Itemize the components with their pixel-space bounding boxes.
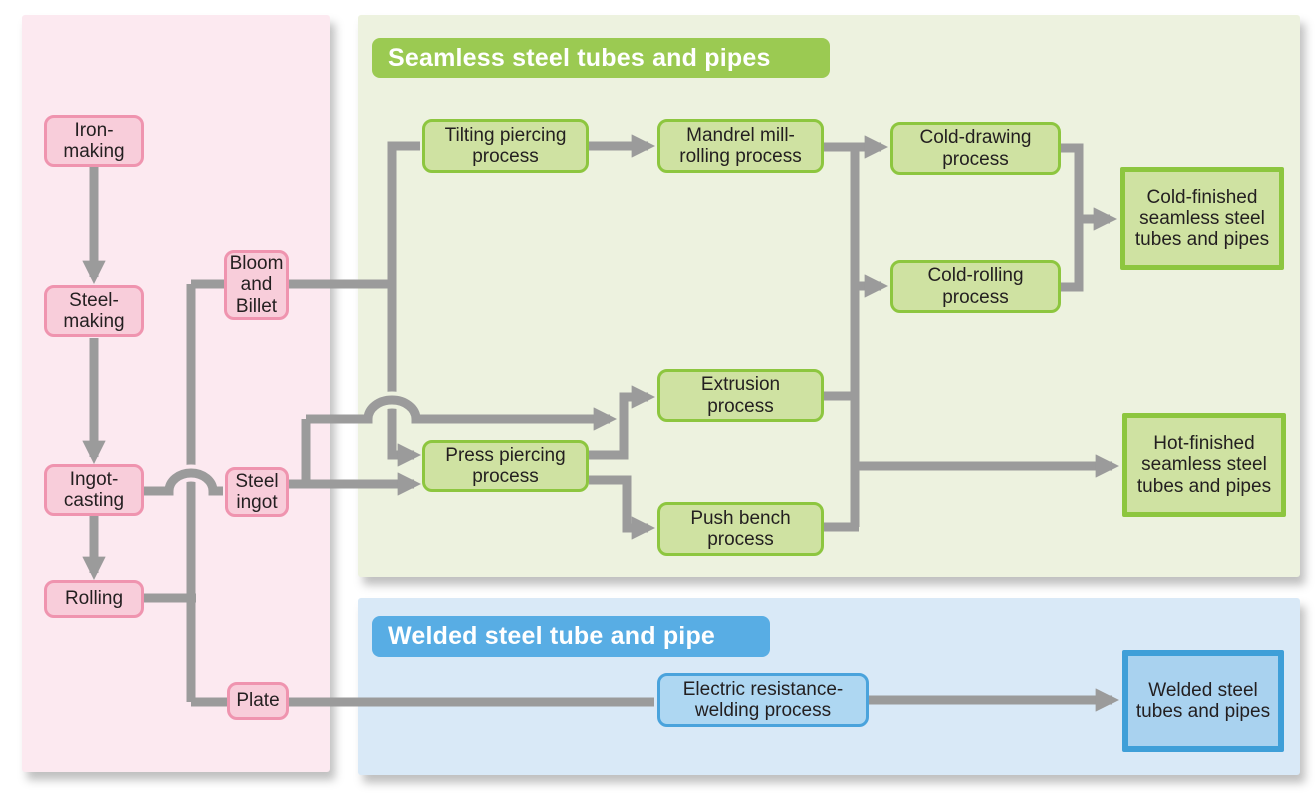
node-cold-finished-output: Cold-finished seamless steel tubes and p… <box>1120 167 1284 270</box>
node-mandrel-mill: Mandrel mill- rolling process <box>657 119 824 173</box>
node-steel-making: Steel- making <box>44 285 144 337</box>
node-electric-resistance-welding: Electric resistance- welding process <box>657 673 869 727</box>
node-push-bench: Push bench process <box>657 502 824 556</box>
node-tilting-piercing: Tilting piercing process <box>422 119 589 173</box>
node-ingot-casting: Ingot- casting <box>44 464 144 516</box>
node-extrusion: Extrusion process <box>657 369 824 422</box>
node-press-piercing: Press piercing process <box>422 440 589 492</box>
node-welded-output: Welded steel tubes and pipes <box>1122 650 1284 752</box>
node-cold-drawing: Cold-drawing process <box>890 122 1061 175</box>
node-bloom-and-billet: Bloom and Billet <box>224 250 289 320</box>
node-hot-finished-output: Hot-finished seamless steel tubes and pi… <box>1122 413 1286 517</box>
node-steel-ingot: Steel ingot <box>225 467 289 517</box>
node-plate: Plate <box>227 682 289 720</box>
node-rolling: Rolling <box>44 580 144 618</box>
node-cold-rolling: Cold-rolling process <box>890 260 1061 313</box>
welded-section-title: Welded steel tube and pipe <box>372 616 770 657</box>
seamless-section-title: Seamless steel tubes and pipes <box>372 38 830 78</box>
node-iron-making: Iron- making <box>44 115 144 167</box>
